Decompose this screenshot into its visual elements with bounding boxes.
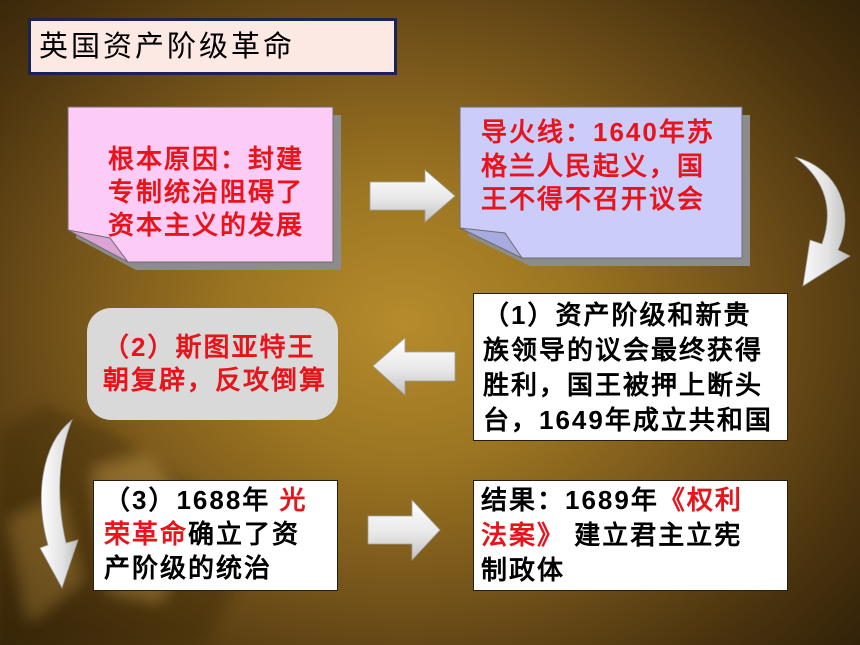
trigger-line: 导火线：1640年苏 <box>481 117 715 147</box>
glorious-revolution-line: 荣革命确立了资 <box>104 517 308 551</box>
restoration-line: （2）斯图亚特王 <box>103 332 316 362</box>
trigger-note <box>459 106 750 266</box>
result-line: 制政体 <box>481 553 743 588</box>
text-segment: （3）1688年 <box>104 485 280 515</box>
text-segment: 制政体 <box>481 555 566 585</box>
parliament-victory-line: （1）资产阶级和新贵 <box>483 300 752 330</box>
highlighted-text-segment: 光 <box>279 485 308 515</box>
text-segment: 确立了资 <box>188 519 301 549</box>
cause-line: 根本原因：封建 <box>108 144 305 174</box>
cause-note-body <box>67 106 334 263</box>
glorious-revolution-box: （3）1688年 光 荣革命确立了资 产阶级的统治 <box>93 480 338 591</box>
title-box: 英国资产阶级革命 <box>28 18 397 75</box>
result-box: 结果：1689年《权利 法案》 建立君主立宪 制政体 <box>473 480 788 591</box>
restoration-text: （2）斯图亚特王 朝复辟，反攻倒算 <box>103 331 327 397</box>
cause-line: 资本主义的发展 <box>108 210 305 240</box>
highlighted-text-segment: 法案》 <box>481 520 566 550</box>
slide-title: 英国资产阶级革命 <box>39 29 296 63</box>
parliament-victory-line: 族领导的议会最终获得 <box>483 335 764 365</box>
parliament-victory-box: （1）资产阶级和新贵 族领导的议会最终获得 胜利，国王被押上断头 台，1649年… <box>473 293 788 441</box>
trigger-text: 导火线：1640年苏 格兰人民起义，国 王不得不召开议会 <box>481 116 715 217</box>
result-line: 法案》 建立君主立宪 <box>481 518 743 553</box>
highlighted-text-segment: 《权利 <box>658 485 743 515</box>
trigger-note-folded-corner <box>459 227 524 260</box>
curved-down-arrow-icon <box>794 156 851 287</box>
cause-note-folded-corner <box>67 229 129 263</box>
trigger-line: 王不得不召开议会 <box>481 184 706 214</box>
text-segment: 产阶级的统治 <box>104 553 273 583</box>
right-arrow-icon <box>369 169 456 223</box>
glorious-revolution-text: （3）1688年 光 荣革命确立了资 产阶级的统治 <box>104 483 308 585</box>
trigger-line: 格兰人民起义，国 <box>481 150 706 181</box>
left-arrow-icon <box>372 337 456 396</box>
text-segment: 结果：1689年 <box>481 485 659 515</box>
restoration-box: （2）斯图亚特王 朝复辟，反攻倒算 <box>87 308 338 420</box>
cause-line: 专制统治阻碍了 <box>108 177 305 207</box>
highlighted-text-segment: 荣革命 <box>104 519 189 549</box>
parliament-victory-line: 台，1649年成立共和国 <box>483 405 773 435</box>
result-line: 结果：1689年《权利 <box>481 483 743 518</box>
glorious-revolution-line: （3）1688年 光 <box>104 483 308 517</box>
glorious-revolution-line: 产阶级的统治 <box>104 551 308 585</box>
curved-down-arrow-icon <box>39 418 79 589</box>
text-segment: 建立君主立宪 <box>565 520 743 550</box>
restoration-line: 朝复辟，反攻倒算 <box>103 365 328 395</box>
parliament-victory-line: 胜利，国王被押上断头 <box>483 370 764 400</box>
right-arrow-icon <box>367 498 441 562</box>
trigger-note-body <box>459 106 743 259</box>
parliament-victory-text: （1）资产阶级和新贵 族领导的议会最终获得 胜利，国王被押上断头 台，1649年… <box>483 298 773 438</box>
result-text: 结果：1689年《权利 法案》 建立君主立宪 制政体 <box>481 483 743 588</box>
cause-text: 根本原因：封建 专制统治阻碍了 资本主义的发展 <box>108 143 304 242</box>
cause-note <box>67 106 341 270</box>
